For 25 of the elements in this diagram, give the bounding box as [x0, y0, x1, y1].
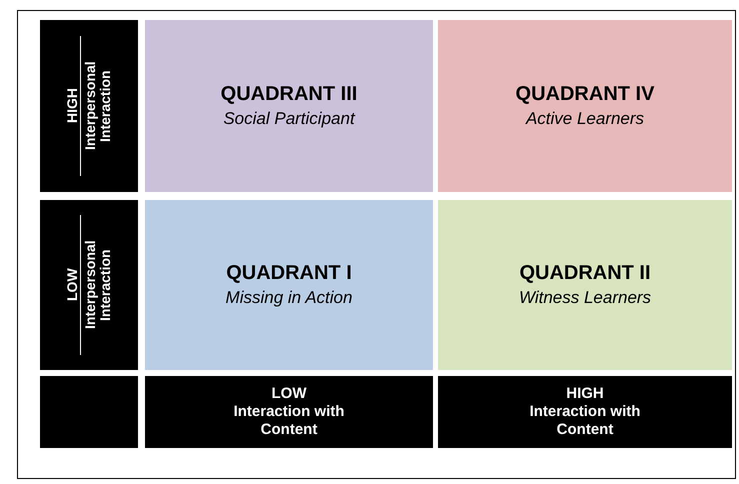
axis-label: Interaction with Content [528, 403, 642, 439]
quadrant-subtitle: Social Participant [223, 109, 355, 129]
level-label: LOW [272, 385, 306, 403]
level-label: HIGH [566, 385, 604, 403]
axis-label: Interpersonal Interaction [80, 36, 113, 176]
level-label: HIGH [65, 88, 80, 124]
quadrant-subtitle: Witness Learners [518, 288, 652, 308]
level-label: LOW [65, 268, 80, 302]
quadrant-title: QUADRANT III [220, 83, 358, 106]
axis-label: Interaction with Content [232, 403, 346, 439]
quadrant-panel [145, 20, 433, 192]
quadrant-title: QUADRANT IV [516, 83, 654, 106]
quadrant-panel [438, 20, 732, 192]
row-header [40, 20, 138, 192]
quadrant-subtitle: Active Learners [526, 109, 644, 129]
row-header [40, 200, 138, 370]
corner-box [40, 376, 138, 448]
column-header [438, 376, 732, 448]
quadrant-subtitle: Missing in Action [226, 288, 352, 308]
axis-label: Interpersonal Interaction [80, 215, 113, 355]
quadrant-panel [438, 200, 732, 370]
quadrant-title: QUADRANT I [226, 262, 352, 285]
quadrant-title: QUADRANT II [519, 262, 651, 285]
quadrant-panel [145, 200, 433, 370]
column-header [145, 376, 433, 448]
